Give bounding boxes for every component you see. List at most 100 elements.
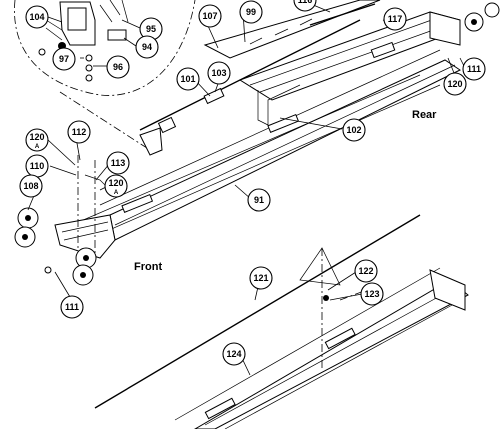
svg-text:117: 117 [388, 14, 403, 24]
cable-clip [323, 295, 329, 301]
callout-108: 108 [19, 174, 43, 198]
top-panel [203, 0, 381, 59]
callout-124: 124 [222, 342, 246, 366]
callout-102: 102 [342, 118, 366, 142]
front-wheel-2-hub [22, 234, 28, 240]
svg-text:96: 96 [113, 62, 123, 72]
svg-text:102: 102 [346, 125, 361, 135]
callout-110: 110 [25, 154, 49, 178]
rear-wheel-hub [471, 19, 477, 25]
shaft-coupling [203, 87, 225, 105]
callout-94: 94 [135, 35, 159, 59]
svg-text:111: 111 [467, 64, 481, 74]
front-wheel-1-hub [25, 215, 31, 221]
svg-text:108: 108 [23, 181, 38, 191]
callout-107: 107 [198, 4, 222, 28]
detail-inset [14, 0, 196, 151]
svg-text:107: 107 [202, 11, 217, 21]
motor-mount [139, 127, 163, 156]
svg-text:111: 111 [65, 302, 79, 312]
rod-121 [94, 214, 421, 409]
callout-111-rear: 111 [462, 57, 486, 81]
callout-101: 101 [176, 67, 200, 91]
lower-frame-rails [174, 267, 466, 429]
crossbar-front [121, 193, 154, 213]
bracket-hardware [45, 19, 63, 41]
svg-text:95: 95 [146, 24, 156, 34]
clamp-block [107, 29, 127, 41]
driveshaft [139, 19, 361, 131]
svg-text:124: 124 [226, 349, 241, 359]
lower-frame [194, 279, 469, 429]
front-wheel-3-hub [83, 255, 89, 261]
front-frame-lines [61, 221, 109, 241]
svg-text:120: 120 [108, 178, 123, 188]
svg-text:A: A [114, 190, 119, 196]
rear-wheel-2 [484, 2, 500, 18]
front-end-assembly [14, 155, 116, 286]
callout-99: 99 [239, 0, 263, 24]
bolts [99, 0, 129, 23]
upper-rail-assembly [59, 0, 500, 246]
callout-116: 116 [293, 0, 317, 12]
callout-120a-front-mid: 120 A [104, 174, 128, 198]
svg-text:123: 123 [364, 289, 379, 299]
callout-112: 112 [67, 120, 91, 144]
lower-crossbar-1 [324, 327, 356, 350]
shaft-bearing [157, 116, 177, 134]
front-wheel-4-hub [80, 272, 86, 278]
callout-111-front: 111 [60, 295, 84, 319]
crossbar-middle [267, 113, 300, 133]
svg-text:104: 104 [29, 12, 44, 22]
callout-120-rear: 120 [443, 72, 467, 96]
front-frame-end [54, 214, 116, 259]
svg-text:120: 120 [29, 132, 44, 142]
callout-113: 113 [106, 151, 130, 175]
svg-text:97: 97 [59, 54, 69, 64]
lower-crossbar-2 [204, 397, 236, 420]
callout-103: 103 [207, 61, 231, 85]
svg-text:99: 99 [246, 7, 256, 17]
rear-frame-rails [249, 16, 451, 93]
lower-assembly [94, 214, 469, 429]
leader-lines [27, 1, 466, 376]
svg-text:103: 103 [211, 68, 226, 78]
callout-104: 104 [25, 5, 49, 29]
washer [85, 74, 93, 82]
svg-text:116: 116 [298, 0, 313, 5]
svg-text:113: 113 [111, 158, 126, 168]
callout-91: 91 [247, 188, 271, 212]
rear-end-plate [429, 11, 461, 46]
bracket-window [67, 7, 87, 31]
bracket-102 [257, 84, 301, 126]
front-washer [44, 266, 52, 274]
detail-inset-leader [59, 91, 151, 151]
svg-text:110: 110 [30, 161, 45, 171]
svg-text:112: 112 [72, 127, 87, 137]
side-rails [59, 74, 441, 246]
callout-96: 96 [106, 55, 130, 79]
washer [85, 64, 93, 72]
svg-text:91: 91 [254, 195, 264, 205]
detail-inset-boundary [14, 0, 196, 96]
svg-text:101: 101 [180, 74, 195, 84]
washer-small [38, 48, 46, 56]
callout-117: 117 [383, 7, 407, 31]
lower-end-plate [429, 269, 466, 311]
rear-label: Rear [412, 109, 437, 121]
callout-123: 123 [360, 282, 384, 306]
svg-text:A: A [35, 144, 40, 150]
svg-text:120: 120 [447, 79, 462, 89]
callout-122: 122 [354, 259, 378, 283]
cable-loop [299, 247, 341, 286]
crossbar-rear [370, 41, 396, 59]
svg-text:121: 121 [253, 273, 268, 283]
washer [85, 54, 93, 62]
svg-text:122: 122 [358, 266, 373, 276]
front-label: Front [134, 261, 162, 273]
callout-121: 121 [249, 266, 273, 290]
top-panel-slots [249, 18, 313, 45]
callout-120a-front-top: 120 A [25, 128, 49, 152]
svg-text:94: 94 [142, 42, 152, 52]
